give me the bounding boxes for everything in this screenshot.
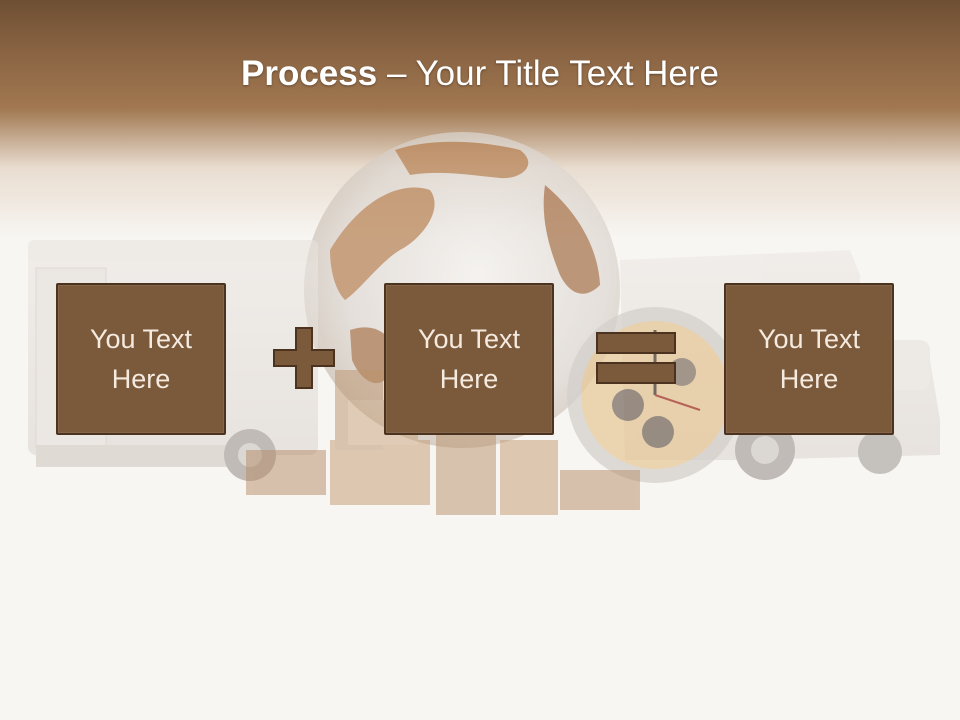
process-box-2[interactable]: You Text Here <box>384 283 554 435</box>
title-rest: – Your Title Text Here <box>377 54 719 93</box>
title-bold: Process <box>241 54 378 93</box>
equals-icon <box>596 332 676 384</box>
process-box-2-text: You Text Here <box>417 324 521 394</box>
plus-icon <box>273 327 335 389</box>
cardboard-boxes-image <box>246 370 640 515</box>
process-box-3[interactable]: You Text Here <box>724 283 894 435</box>
slide-title: Process – Your Title Text Here <box>0 52 960 96</box>
stopwatch-image <box>567 307 743 483</box>
process-box-1-text: You Text Here <box>89 324 193 394</box>
process-box-1[interactable]: You Text Here <box>56 283 226 435</box>
process-box-3-text: You Text Here <box>757 324 861 394</box>
